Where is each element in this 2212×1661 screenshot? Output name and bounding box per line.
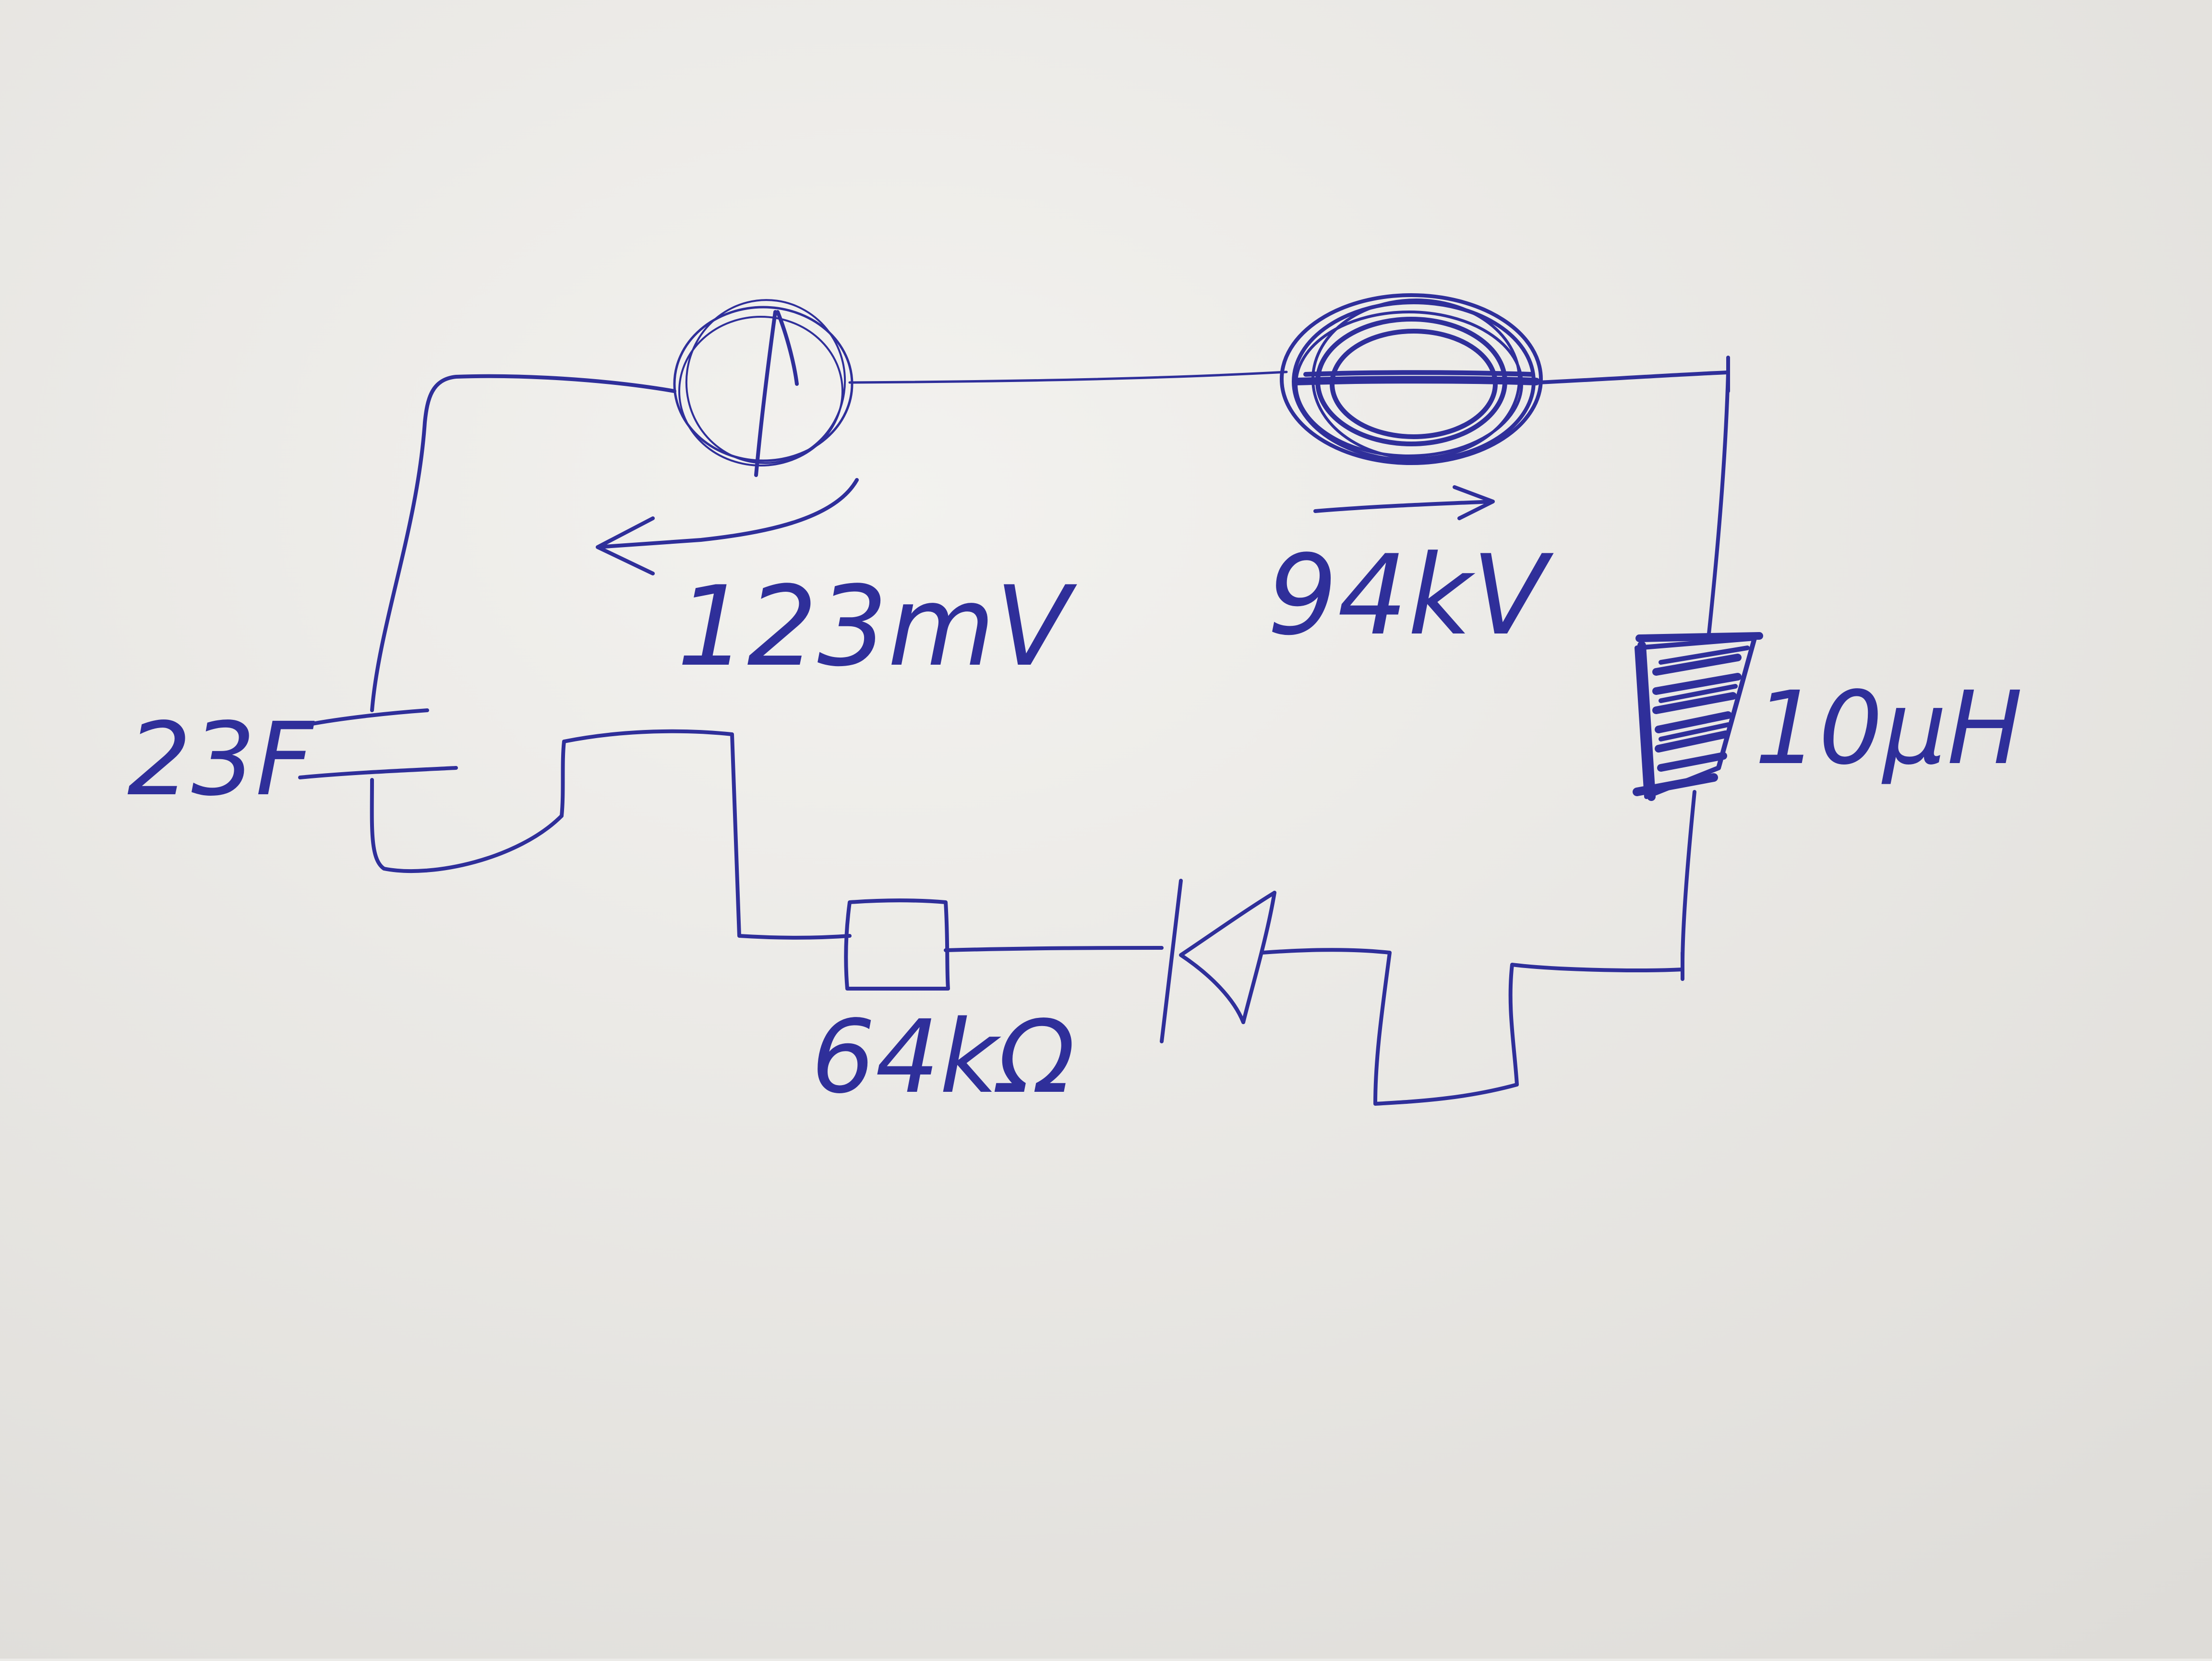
voltage-source-1-label: 123mV: [677, 563, 1077, 691]
voltage-source-icon: [596, 299, 859, 575]
wire-top-right: [1537, 356, 1730, 635]
voltage-arrow-icon: [1313, 485, 1495, 520]
wire-bottom-right-step: [1261, 948, 1684, 1106]
resistor-label: 64kΩ: [811, 998, 1075, 1116]
inductor-icon: [1633, 632, 1763, 801]
wire-left-lower: [370, 778, 564, 873]
capacitor-label: 23F: [127, 701, 315, 818]
capacitor-icon: [298, 708, 458, 779]
wire-bottom-left-step: [560, 729, 852, 940]
diode-icon: [1160, 879, 1276, 1043]
wire-right-lower: [1681, 790, 1696, 981]
voltage-arrow-icon: [596, 478, 859, 575]
voltage-source-2-label: 94kV: [1267, 532, 1554, 660]
inductor-label: 10µH: [1755, 669, 2023, 787]
wire-top-left: [370, 374, 676, 712]
wire-resistor-diode: [944, 946, 1164, 952]
voltage-source-icon: [1280, 293, 1543, 520]
resistor-icon: [844, 898, 950, 991]
wire-top-middle: [848, 370, 1288, 384]
